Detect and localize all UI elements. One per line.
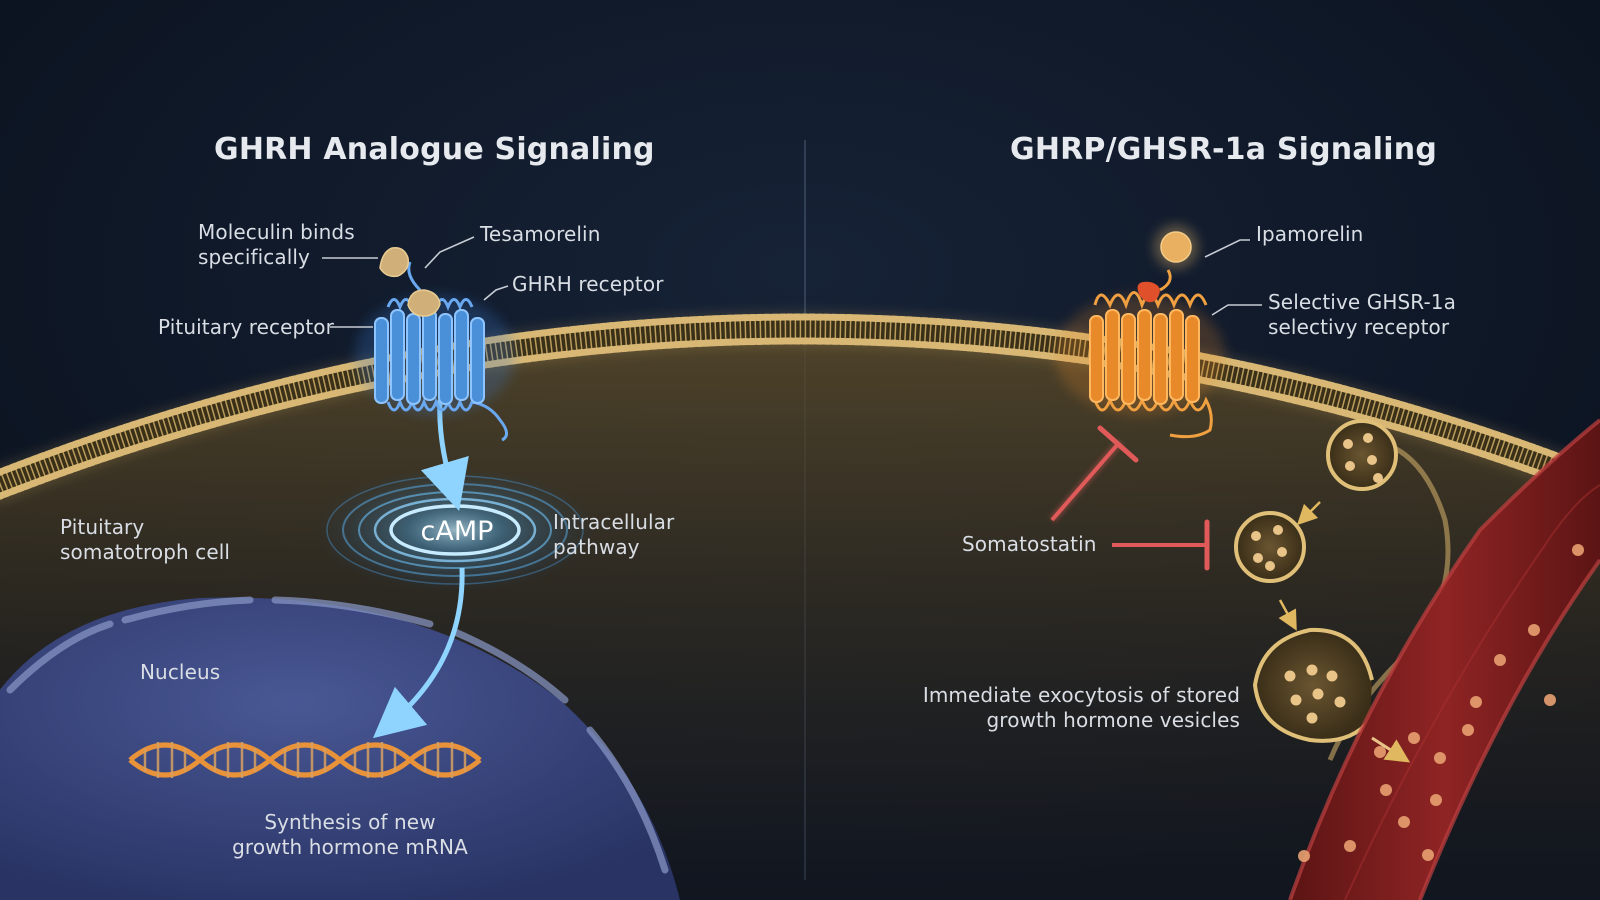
label-cell-line1: Pituitary: [60, 515, 145, 539]
label-nucleus: Nucleus: [140, 660, 221, 684]
cell-membrane: [0, 312, 1600, 503]
label-moleculin-line2: specifically: [198, 245, 310, 269]
moleculin-ligand: [379, 246, 410, 278]
dna-helix: [128, 742, 482, 778]
vesicle-docking: [1326, 419, 1398, 491]
tesamorelin-ligand: [407, 289, 441, 317]
label-intracellular-line1: Intracellular: [553, 510, 675, 534]
label-exocytosis: Immediate exocytosis of stored growth ho…: [920, 683, 1240, 733]
right-panel-title: GHRP/GHSR-1a Signaling: [1010, 132, 1437, 167]
label-ghsr-receptor: Selective GHSR-1a selectivy receptor: [1268, 290, 1456, 340]
label-synthesis-line1: Synthesis of new: [264, 810, 436, 834]
label-pituitary-receptor: Pituitary receptor: [158, 315, 334, 339]
label-receptor-line2: selectivy receptor: [1268, 315, 1450, 339]
nucleus: [0, 596, 680, 900]
vesicles: [1234, 419, 1398, 743]
label-ghrh-receptor: GHRH receptor: [512, 272, 664, 296]
camp-glow: [315, 468, 595, 592]
somatostatin-inhibition: [1048, 425, 1210, 571]
leader-lines: [322, 236, 1262, 328]
signal-arrow-to-nucleus: [372, 567, 465, 739]
label-intracellular: Intracellular pathway: [553, 510, 674, 560]
label-synthesis-line2: growth hormone mRNA: [232, 835, 468, 859]
label-somatostatin: Somatostatin: [962, 532, 1097, 556]
label-camp: cAMP: [420, 516, 494, 547]
label-exocytosis-line1: Immediate exocytosis of stored: [922, 683, 1240, 707]
label-intracellular-line2: pathway: [553, 535, 640, 559]
label-cell-line2: somatotroph cell: [60, 540, 231, 564]
blood-vessel: [1288, 418, 1600, 900]
label-ipamorelin: Ipamorelin: [1256, 222, 1364, 246]
label-somatotroph-cell: Pituitary somatotroph cell: [60, 515, 230, 565]
label-moleculin-line1: Moleculin binds: [198, 220, 355, 244]
ghsr-receptor: [1055, 269, 1225, 439]
vesicle-middle: [1234, 511, 1306, 583]
ipamorelin-ligand: [1154, 225, 1198, 269]
label-synthesis: Synthesis of new growth hormone mRNA: [230, 810, 470, 860]
label-moleculin: Moleculin binds specifically: [198, 220, 355, 270]
label-exocytosis-line2: growth hormone vesicles: [986, 708, 1240, 732]
ghrh-receptor: [355, 261, 515, 442]
label-receptor-line1: Selective GHSR-1a: [1268, 290, 1456, 314]
label-tesamorelin: Tesamorelin: [480, 222, 601, 246]
left-panel-title: GHRH Analogue Signaling: [214, 132, 655, 167]
vesicle-exocytosis: [1252, 627, 1374, 743]
